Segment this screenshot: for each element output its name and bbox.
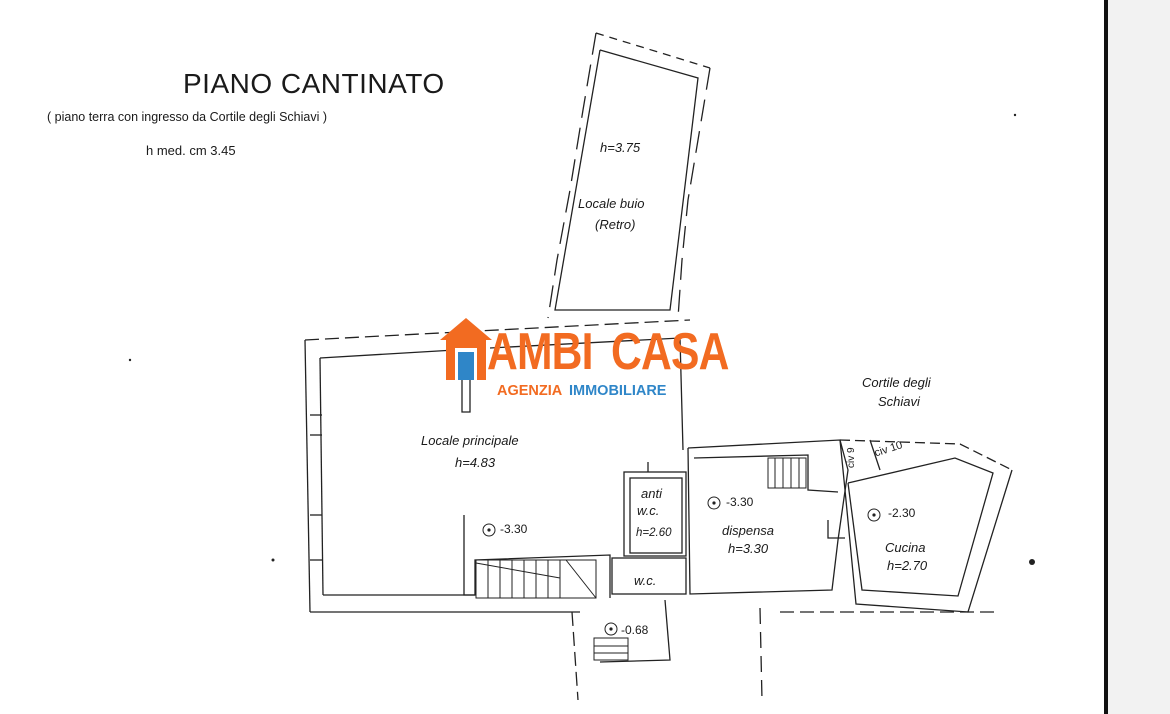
average-height: h med. cm 3.45 <box>146 143 236 158</box>
main-room-height: h=4.83 <box>455 455 496 470</box>
logo-immobiliare: IMMOBILIARE <box>569 383 667 399</box>
level-markers <box>482 496 881 636</box>
retro-sub: (Retro) <box>595 217 636 232</box>
logo-agenzia: AGENZIA <box>497 383 563 399</box>
stairs-main <box>475 559 597 599</box>
cucina-level: -2.30 <box>888 506 916 520</box>
room-main-walls <box>304 319 691 613</box>
stair-level: -0.68 <box>621 623 649 637</box>
room-retro-walls <box>547 32 711 319</box>
dispensa-height: h=3.30 <box>728 541 769 556</box>
cucina-height: h=2.70 <box>887 558 928 573</box>
logo-casa: CASA <box>611 323 729 381</box>
plan-subtitle: ( piano terra con ingresso da Cortile de… <box>47 110 327 124</box>
ambicasa-house-logo <box>440 318 492 380</box>
scan-margin <box>1106 0 1170 714</box>
civ9-label: civ 9 <box>846 447 857 468</box>
retro-height: h=3.75 <box>600 140 641 155</box>
wc-label: w.c. <box>634 573 657 588</box>
logo-ambi: AMBI <box>487 323 593 381</box>
retro-name: Locale buio <box>578 196 645 211</box>
main-room-level: -3.30 <box>500 522 528 536</box>
cortile-label-2: Schiavi <box>878 394 920 409</box>
scan-border-line <box>1104 0 1108 714</box>
room-cucina-walls <box>839 439 1013 613</box>
cucina-name: Cucina <box>885 540 926 555</box>
plan-title: PIANO CANTINATO <box>183 68 445 99</box>
landing-walls <box>571 599 1000 701</box>
cortile-label-1: Cortile degli <box>862 375 931 390</box>
main-room-name: Locale principale <box>421 433 519 448</box>
room-wc-walls <box>611 462 687 595</box>
anti-wc-label-2: w.c. <box>637 503 660 518</box>
anti-wc-label-1: anti <box>641 486 662 501</box>
room-dispensa-walls <box>687 439 849 595</box>
dispensa-name: dispensa <box>722 523 775 538</box>
anti-wc-height: h=2.60 <box>636 527 672 539</box>
dispensa-level: -3.30 <box>726 495 754 509</box>
